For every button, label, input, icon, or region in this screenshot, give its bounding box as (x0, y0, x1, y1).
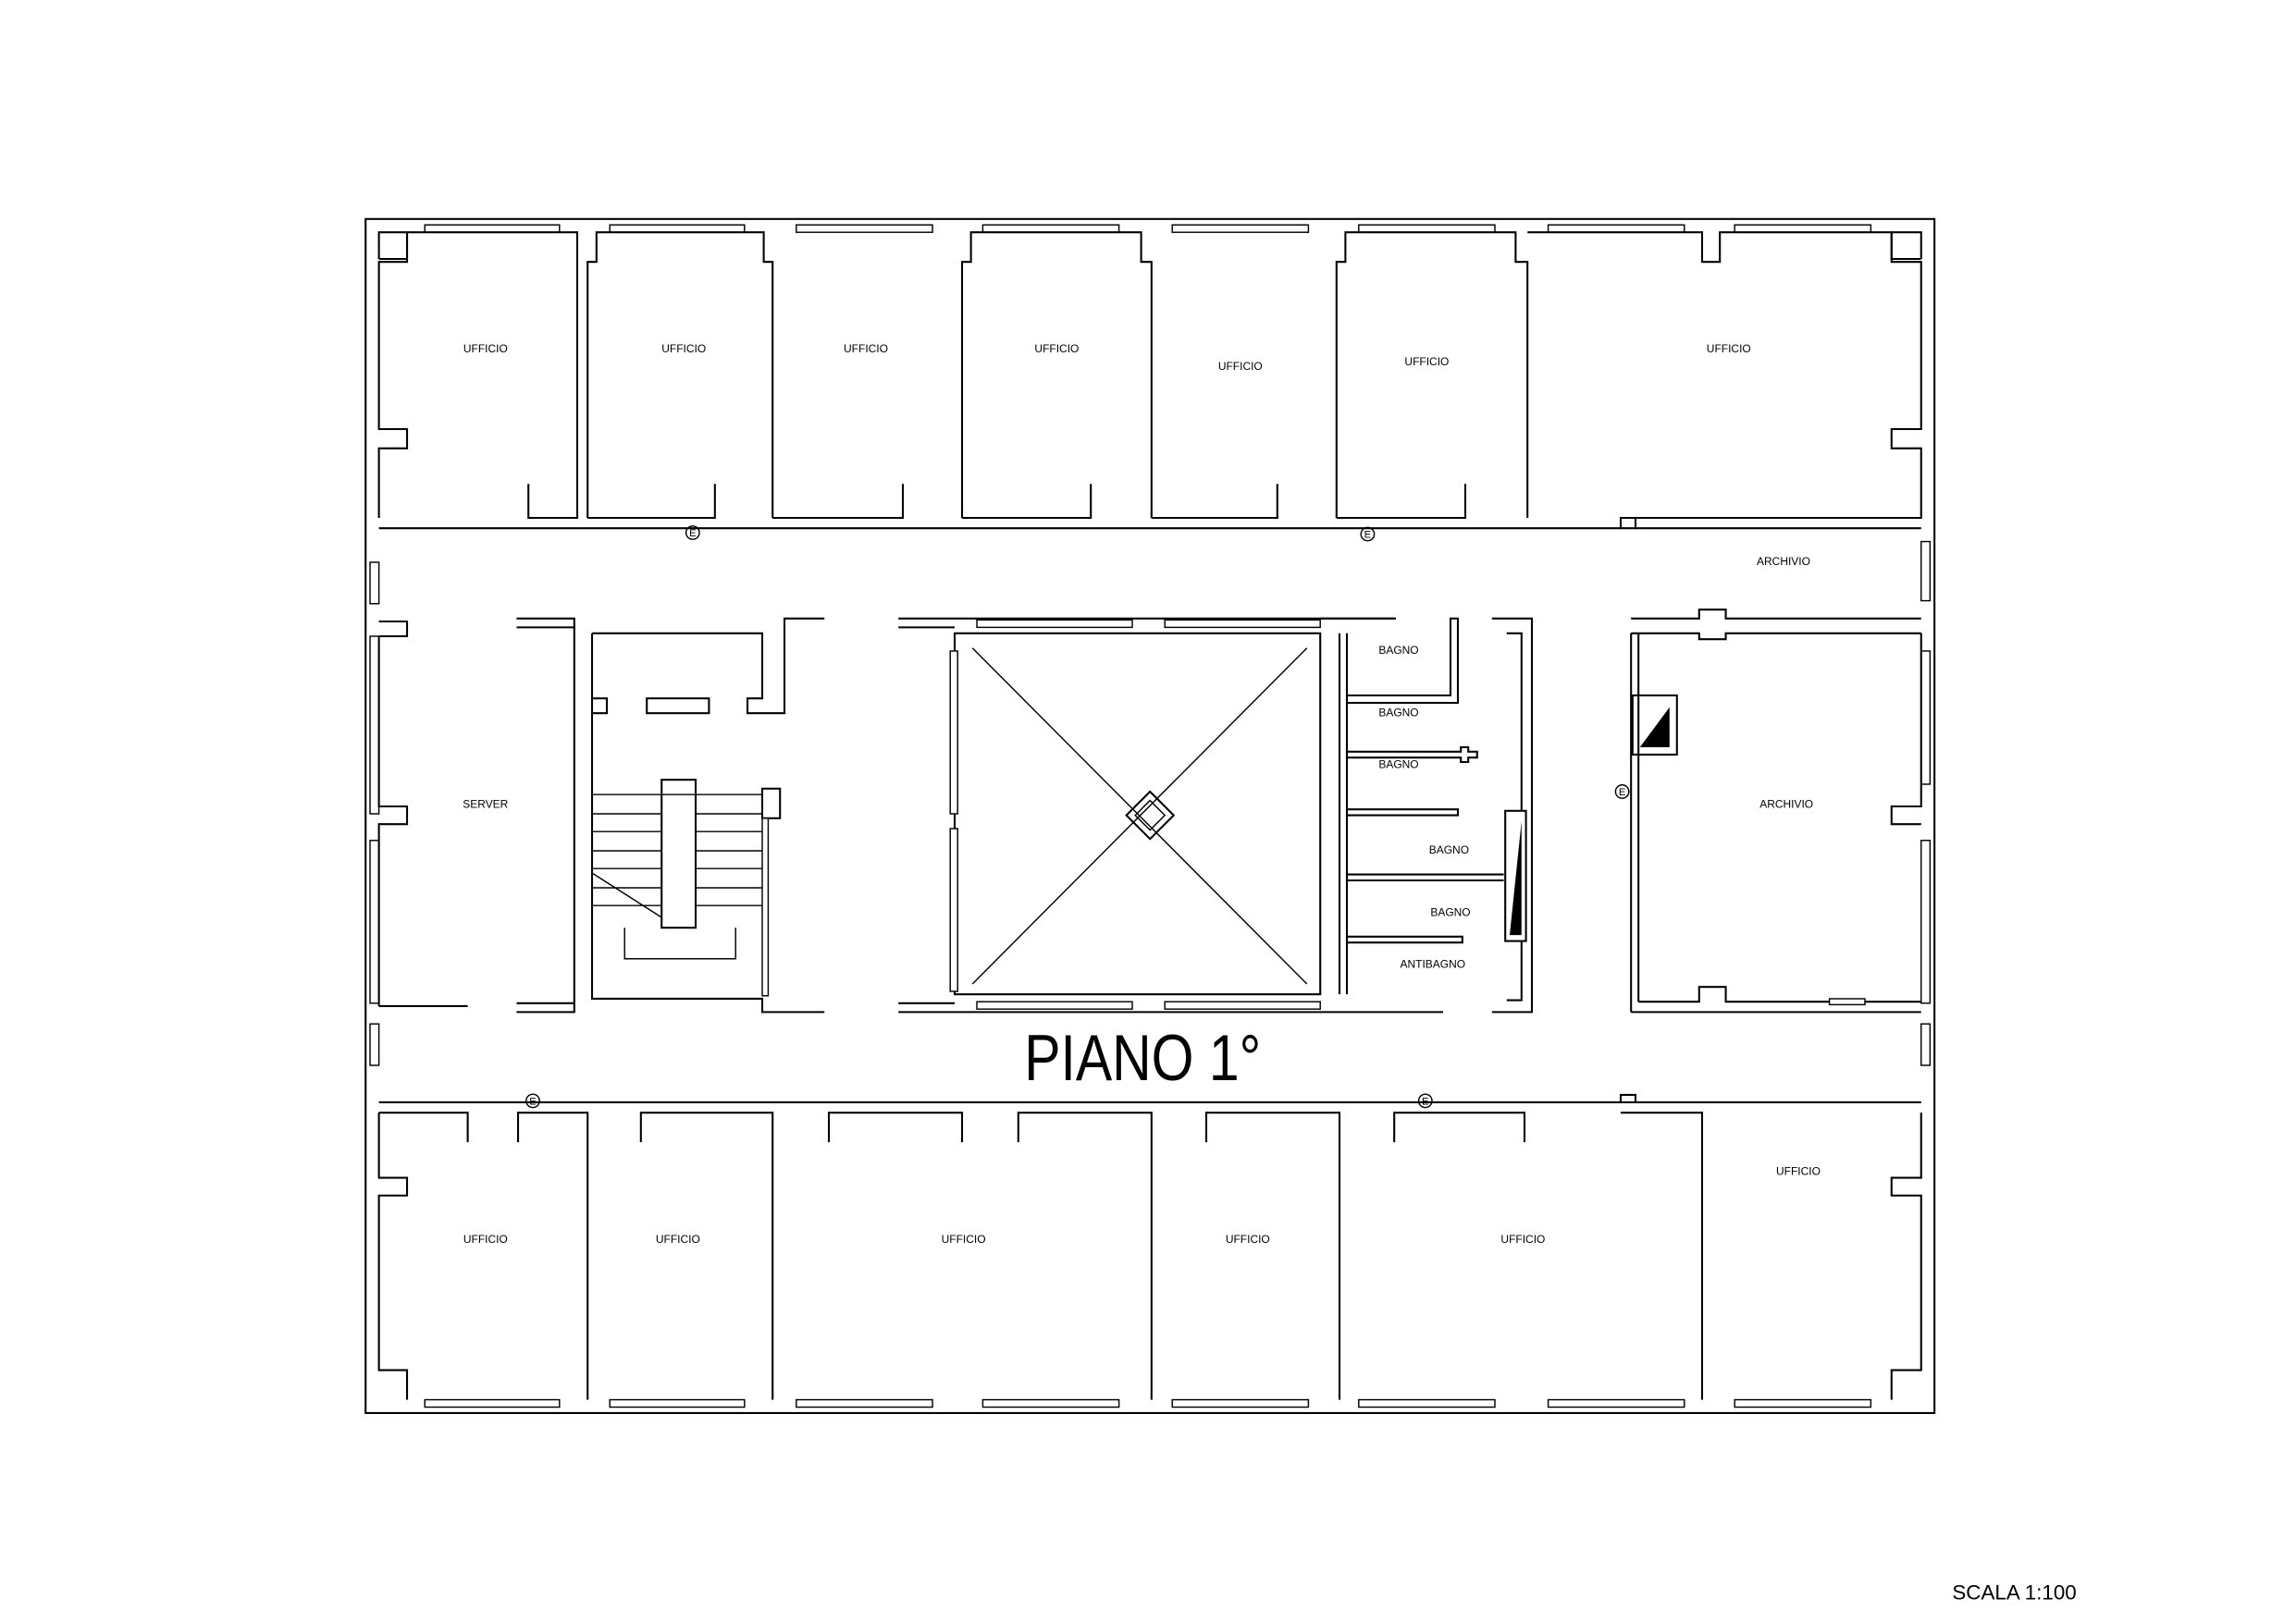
room-label-office: UFFICIO (1218, 360, 1263, 373)
room-label-office: UFFICIO (656, 1233, 700, 1246)
scale-label: SCALA 1:100 (1952, 1581, 2076, 1605)
room-label-office: UFFICIO (1404, 355, 1449, 368)
room-label-bathroom: BAGNO (1429, 843, 1469, 856)
room-label-archive: ARCHIVIO (1757, 555, 1810, 568)
room-label-office: UFFICIO (1707, 342, 1751, 355)
room-label-office: UFFICIO (1034, 342, 1079, 355)
room-label-bathroom: BAGNO (1378, 757, 1418, 770)
svg-text:E: E (1422, 1096, 1428, 1107)
room-label-bathroom: BAGNO (1378, 706, 1418, 719)
atrium (898, 617, 1443, 1014)
archive-walls (1630, 609, 1922, 1014)
svg-text:E: E (1364, 530, 1371, 541)
stair-treads (591, 779, 782, 997)
room-label-bathroom: BAGNO (1430, 905, 1470, 918)
room-label-archive: ARCHIVIO (1759, 798, 1813, 811)
room-label-bathroom: BAGNO (1378, 644, 1418, 657)
stair-core (377, 617, 825, 1014)
room-label-office: UFFICIO (942, 1233, 986, 1246)
floor-title: PIANO 1° (1024, 1021, 1261, 1094)
windows (369, 224, 1932, 1408)
room-label-office: UFFICIO (1500, 1233, 1545, 1246)
extinguisher-icon: E (1360, 526, 1376, 542)
room-label-office: UFFICIO (1776, 1164, 1821, 1177)
bottom-office-walls (377, 1093, 1922, 1400)
bathroom-walls (1320, 617, 1534, 1014)
svg-text:E: E (689, 528, 696, 539)
room-label-antibathroom: ANTIBAGNO (1400, 957, 1465, 970)
extinguisher-icon: E (1417, 1093, 1433, 1109)
extinguisher-icon: E (685, 525, 700, 540)
extinguisher-icon: E (525, 1093, 540, 1109)
room-label-office: UFFICIO (661, 342, 706, 355)
room-label-server: SERVER (463, 798, 508, 811)
room-labels: UFFICIO UFFICIO UFFICIO UFFICIO UFFICIO … (463, 342, 1821, 1246)
room-label-office: UFFICIO (463, 1233, 508, 1246)
exterior-walls (364, 217, 1936, 1415)
fire-extinguisher-markers: E E E E E (525, 525, 1630, 1109)
room-label-office: UFFICIO (463, 342, 508, 355)
top-office-walls (377, 231, 1922, 530)
svg-text:E: E (529, 1096, 536, 1107)
svg-text:E: E (1619, 787, 1625, 798)
room-label-office: UFFICIO (1226, 1233, 1270, 1246)
room-label-office: UFFICIO (844, 342, 888, 355)
extinguisher-icon: E (1614, 784, 1630, 799)
